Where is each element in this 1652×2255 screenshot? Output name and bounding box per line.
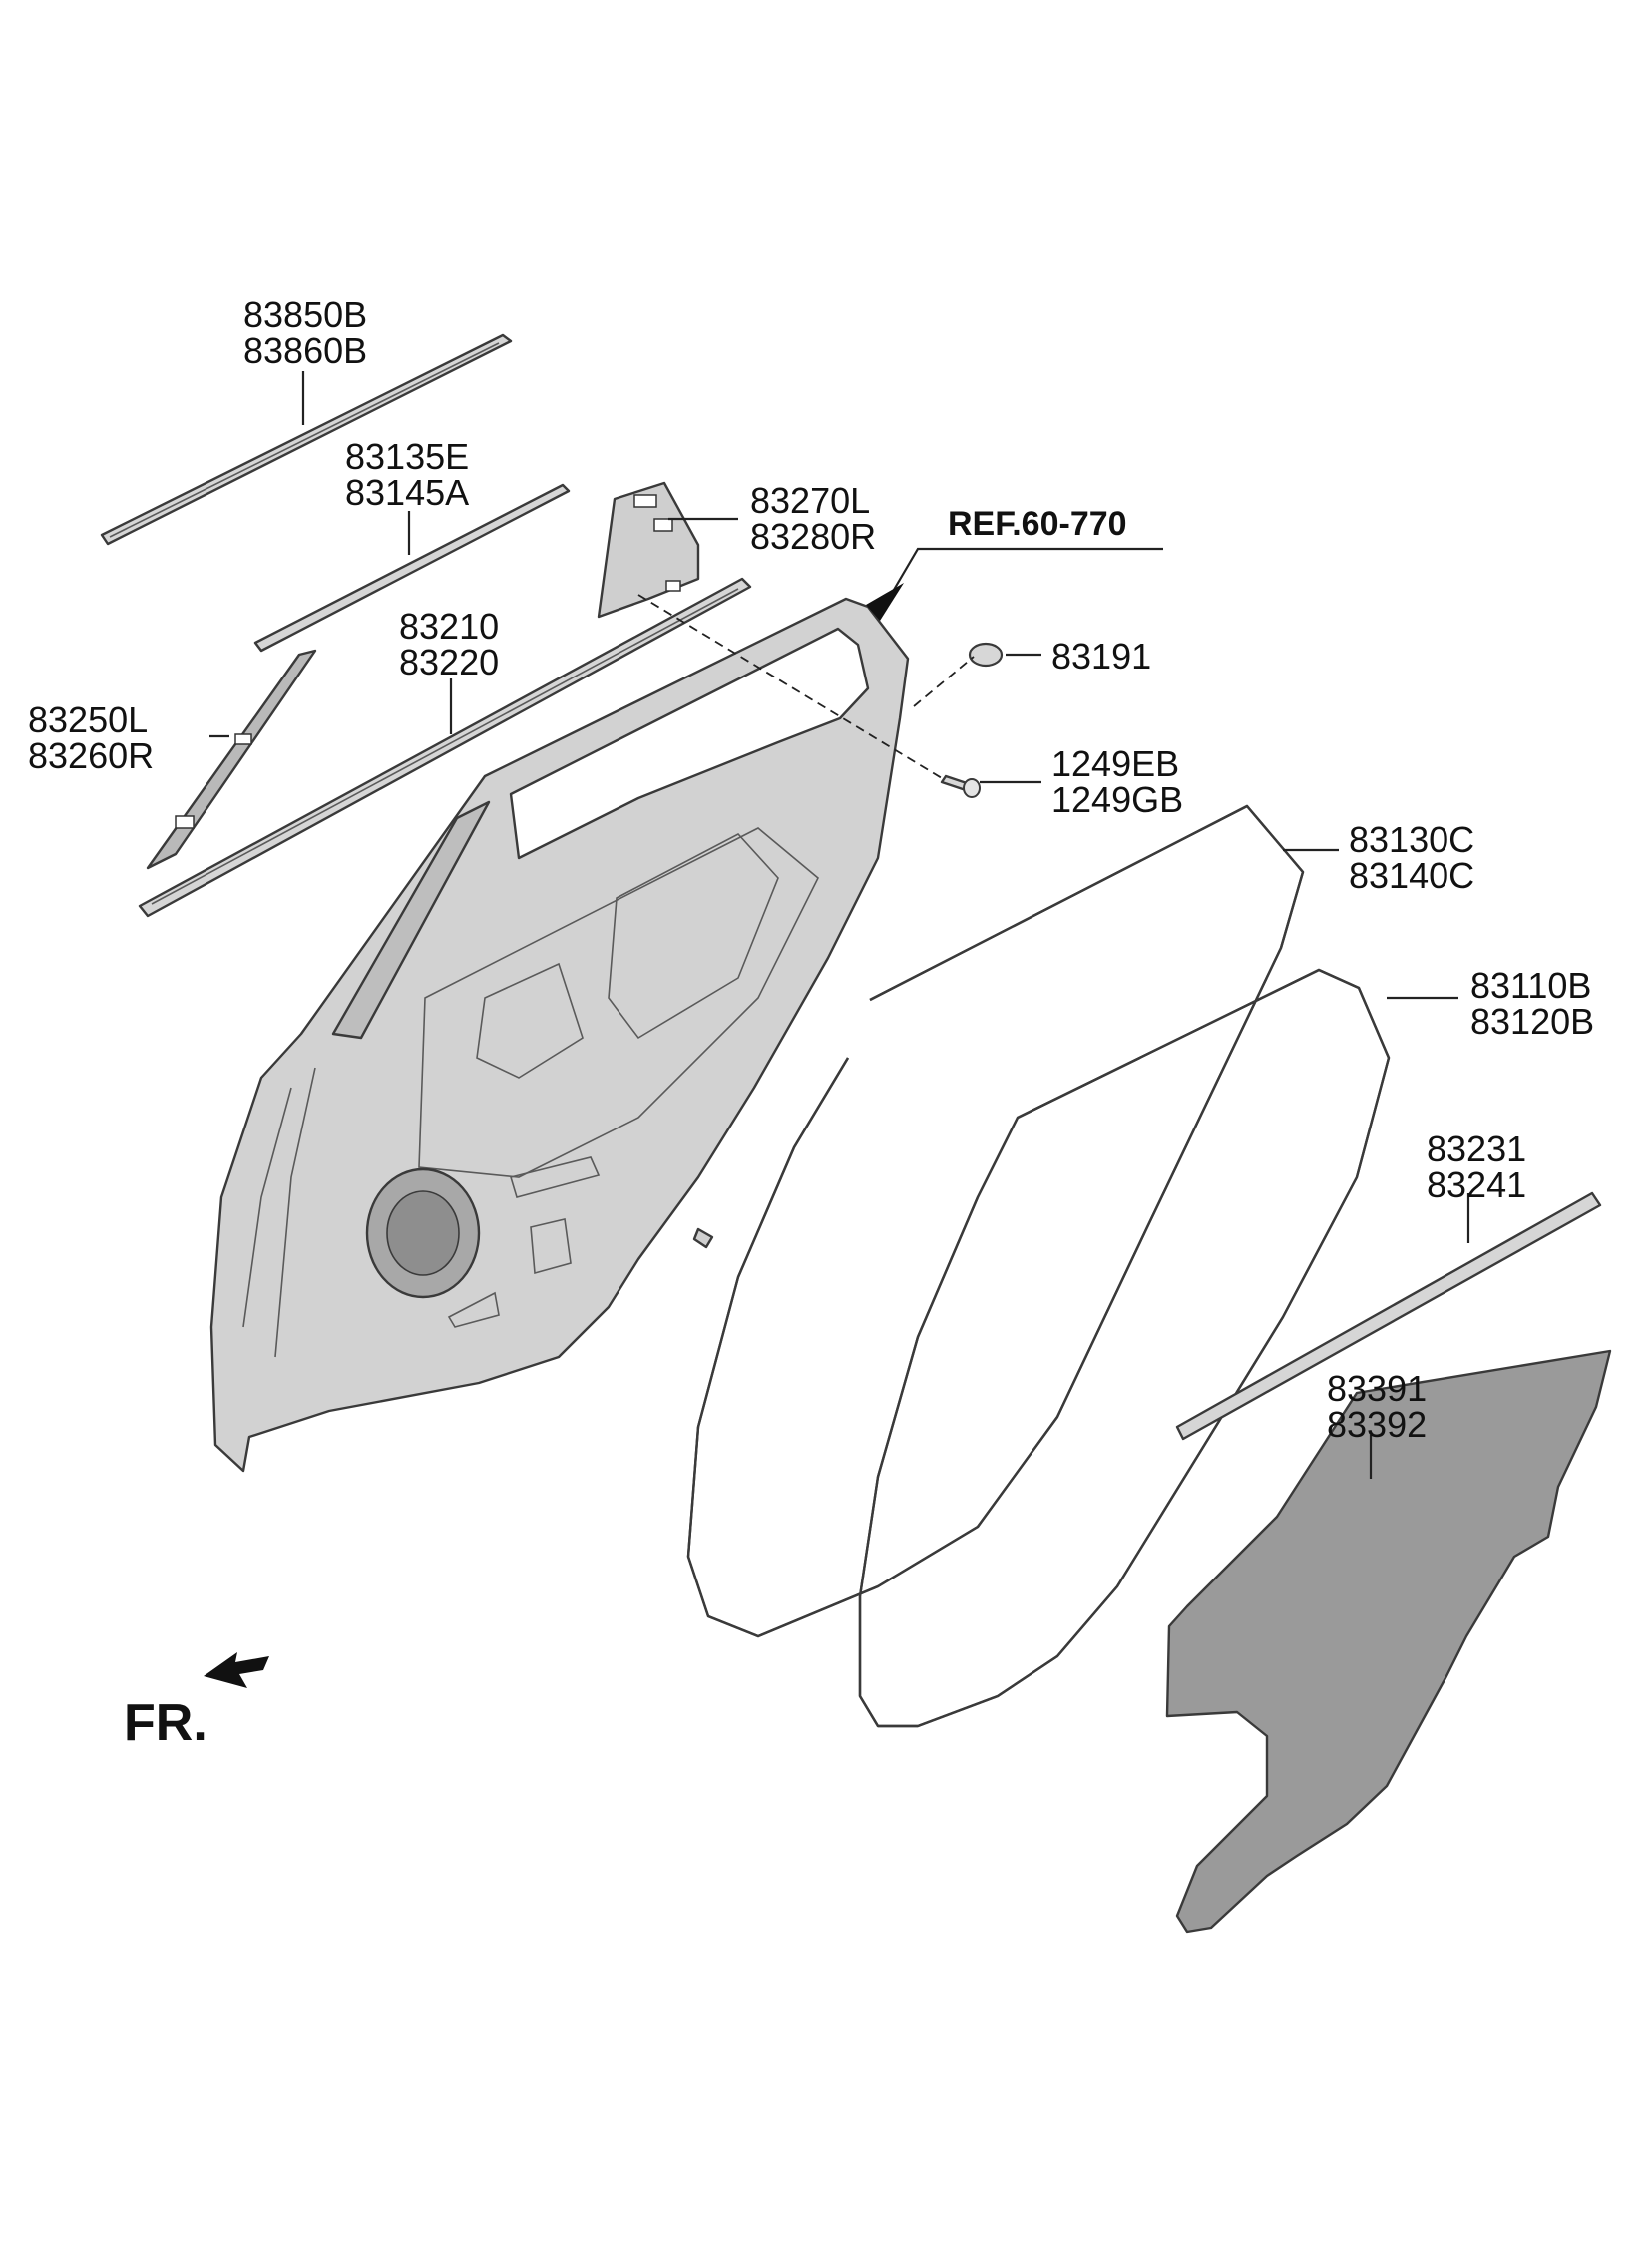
label-83220: 83220 <box>399 642 499 682</box>
part-delta-bracket <box>597 481 700 619</box>
label-83130C: 83130C <box>1349 819 1474 860</box>
label-83135E: 83135E <box>345 436 469 477</box>
arrow-pointer-icon <box>866 583 904 621</box>
part-lower-strip <box>1175 1191 1602 1441</box>
part-weatherstrip-long <box>138 577 752 918</box>
label-83260R: 83260R <box>28 735 154 776</box>
label-83860B: 83860B <box>243 330 367 371</box>
front-direction-label: FR. <box>124 1694 207 1752</box>
label-83391: 83391 <box>1327 1368 1427 1409</box>
part-door-panel <box>209 597 910 1473</box>
label-1249EB: 1249EB <box>1051 743 1179 784</box>
label-83270L: 83270L <box>750 480 870 521</box>
label-83241: 83241 <box>1427 1164 1526 1205</box>
part-screw <box>940 774 981 798</box>
label-83250L: 83250L <box>28 699 148 740</box>
label-83110B: 83110B <box>1470 965 1591 1006</box>
label-83280R: 83280R <box>750 516 876 557</box>
part-upper-moulding <box>100 333 513 546</box>
part-door-garnish <box>146 649 317 870</box>
part-labels: 83850B 83860B 83135E 83145A 83270L 83280… <box>28 294 1594 1752</box>
label-83191: 83191 <box>1051 636 1151 676</box>
arrow-down-left-icon <box>204 1652 269 1688</box>
label-83850B: 83850B <box>243 294 367 335</box>
label-83210: 83210 <box>399 606 499 647</box>
assembly-lines <box>637 594 975 779</box>
label-83231: 83231 <box>1427 1128 1526 1169</box>
label-83140C: 83140C <box>1349 855 1474 896</box>
part-belt-strip <box>253 483 571 653</box>
label-83120B: 83120B <box>1470 1001 1594 1042</box>
leader-lines <box>209 371 1470 1479</box>
label-ref: REF.60-770 <box>948 505 1127 543</box>
part-plug <box>968 642 1004 668</box>
label-83145A: 83145A <box>345 472 469 513</box>
part-frame-seal <box>686 804 1305 1638</box>
label-1249GB: 1249GB <box>1051 779 1183 820</box>
label-83392: 83392 <box>1327 1404 1427 1445</box>
part-sound-pad <box>1165 1349 1612 1934</box>
part-door-seal <box>858 968 1391 1728</box>
